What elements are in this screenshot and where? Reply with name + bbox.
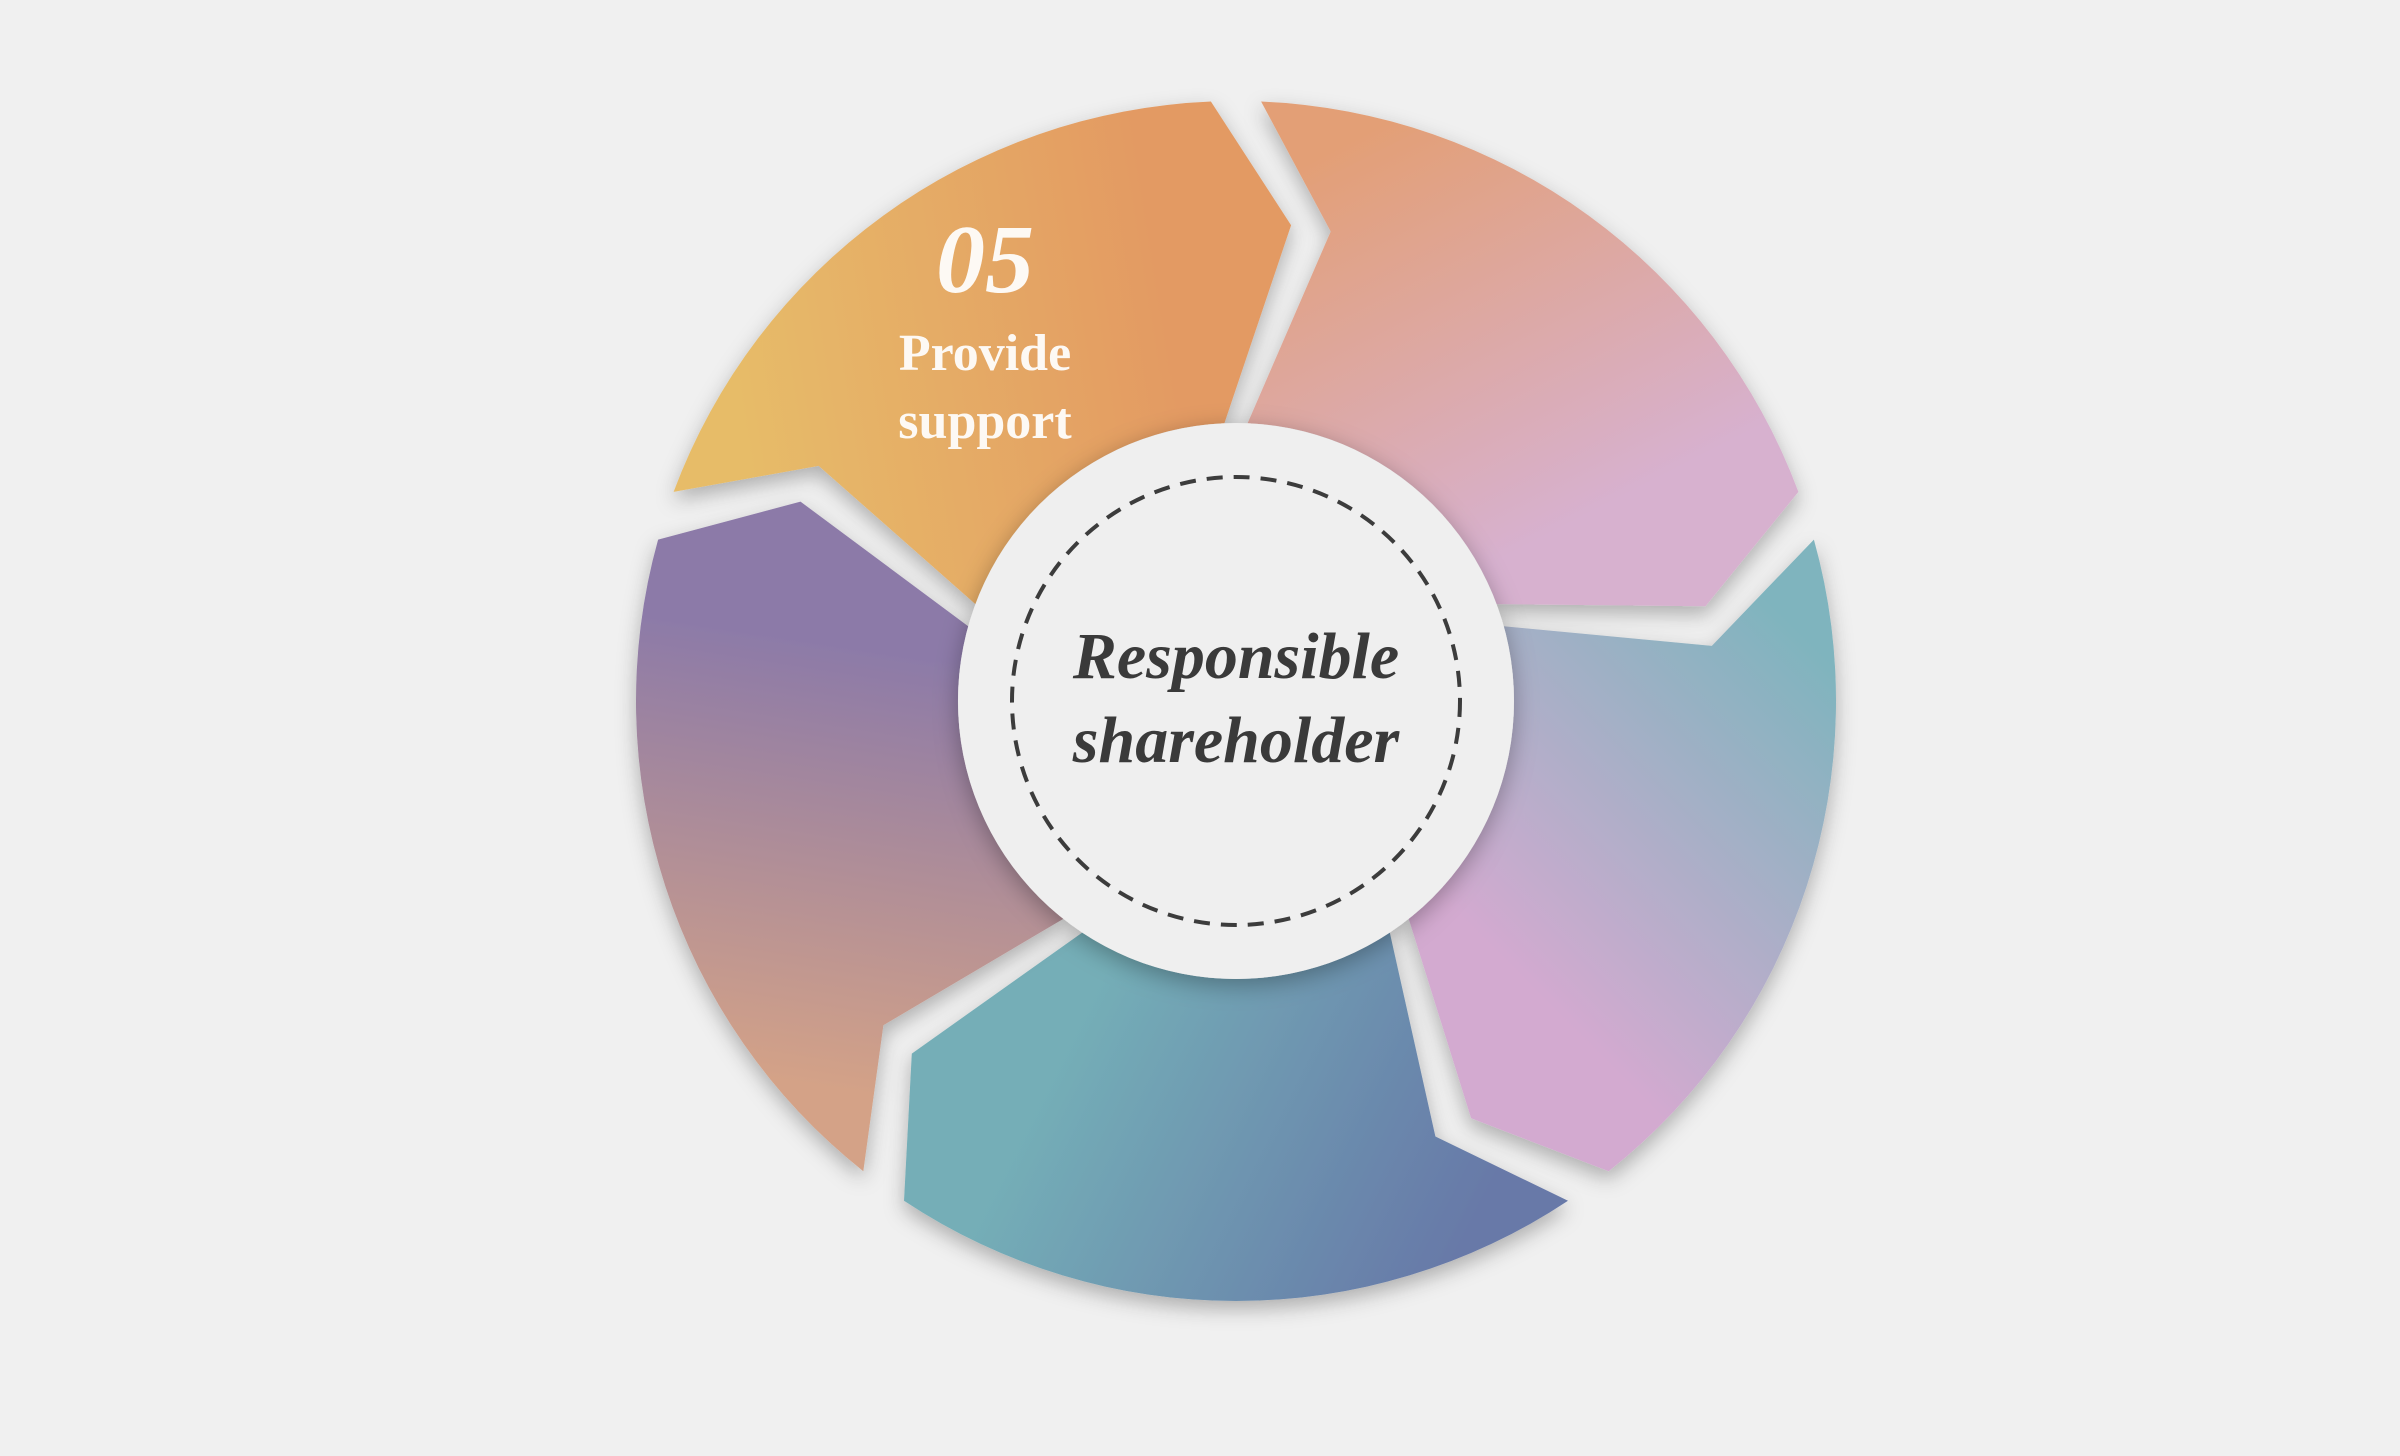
center-title-line-2: shareholder	[1072, 704, 1401, 777]
segments-layer: 01Annual ESGAssessment02Gap Analysis03Go…	[635, 101, 1837, 1302]
step-segment-shape	[1247, 101, 1799, 607]
center-circle	[958, 423, 1514, 979]
step-segment-shape	[1408, 539, 1837, 1172]
step-segment-shape	[673, 101, 1292, 605]
step-label-line: Provide	[899, 325, 1071, 382]
step-label-line: support	[898, 393, 1072, 450]
step-segment-shape	[635, 501, 1064, 1172]
center-title-line-1: Responsible	[1072, 620, 1399, 693]
center-hub: Responsible shareholder	[958, 423, 1514, 979]
dashed-ring	[1010, 475, 1462, 927]
step-segment-shape	[904, 932, 1568, 1302]
step-number: 05	[936, 206, 1034, 314]
